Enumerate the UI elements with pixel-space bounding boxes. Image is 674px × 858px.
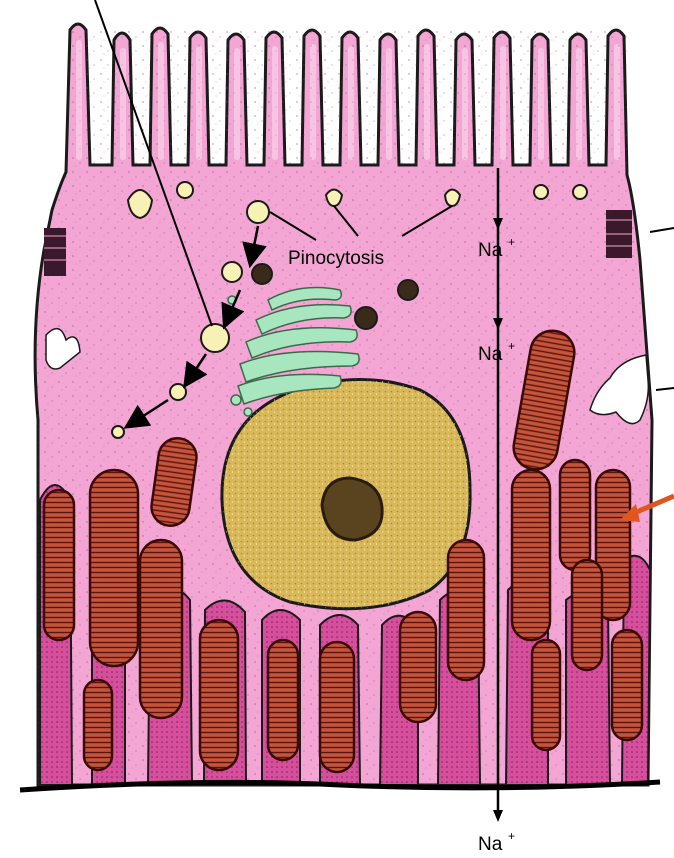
- junctional-complex-right: [606, 210, 632, 258]
- svg-text:Na: Na: [478, 344, 503, 365]
- svg-text:+: +: [508, 829, 515, 843]
- nucleus: [222, 379, 470, 608]
- junctional-complex-left: [44, 228, 66, 276]
- sodium-arrowhead-3: [493, 810, 503, 822]
- svg-text:Na: Na: [478, 834, 503, 855]
- sodium-label-3: Na +: [478, 829, 515, 855]
- label-leader-right-mid: [656, 388, 674, 390]
- svg-text:Na: Na: [478, 240, 503, 261]
- svg-text:+: +: [508, 339, 515, 353]
- svg-text:+: +: [508, 235, 515, 249]
- nucleolus: [322, 478, 382, 540]
- pinocytosis-label: Pinocytosis: [288, 248, 384, 269]
- label-leader-right-top: [650, 228, 674, 232]
